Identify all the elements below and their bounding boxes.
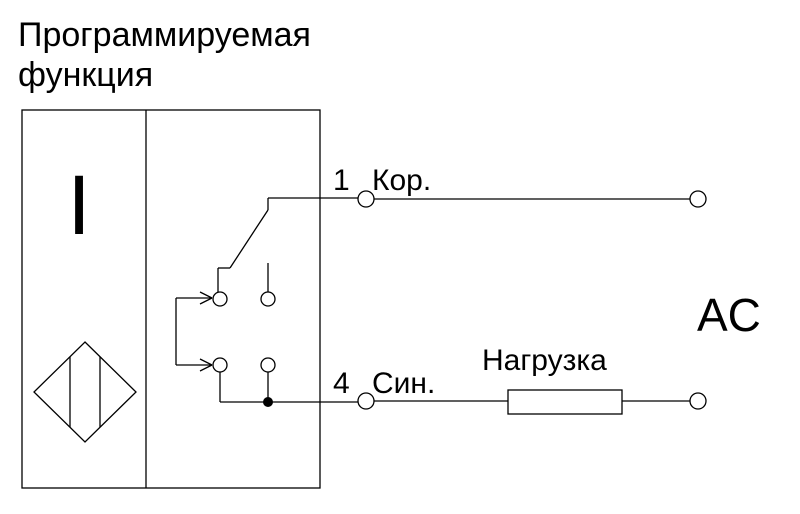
title-line-1: Программируемая — [18, 16, 311, 54]
sensor-housing — [21, 109, 321, 489]
switch-lever — [229, 209, 269, 269]
supply-terminal-upper — [689, 190, 707, 208]
supply-terminal-lower — [689, 392, 707, 410]
terminal-1-wire — [357, 190, 707, 208]
terminal-4-label: Син. — [372, 367, 435, 400]
terminal-4-number: 4 — [333, 367, 350, 400]
title-line-2: функция — [18, 56, 153, 94]
selector-arrow-lower — [199, 358, 213, 366]
contact-lower-right — [260, 357, 276, 373]
junction-dot — [263, 397, 273, 407]
selector-arrow-upper — [199, 291, 213, 299]
supply-label: AC — [697, 289, 761, 341]
mode-symbol: I — [67, 158, 90, 252]
inductive-sensor-icon — [33, 341, 137, 443]
contact-upper-left — [212, 291, 228, 307]
contact-upper-right — [260, 291, 276, 307]
programmable-switch — [175, 197, 360, 403]
load-label: Нагрузка — [482, 344, 607, 377]
housing-outline — [21, 109, 321, 489]
terminal-1-connector — [357, 190, 375, 208]
load-resistor — [507, 389, 623, 415]
terminal-1-number: 1 — [333, 164, 350, 197]
contact-lower-left — [212, 357, 228, 373]
terminal-4-connector — [357, 392, 375, 410]
terminal-4-wire — [357, 389, 707, 415]
terminal-1-label: Кор. — [372, 164, 431, 197]
